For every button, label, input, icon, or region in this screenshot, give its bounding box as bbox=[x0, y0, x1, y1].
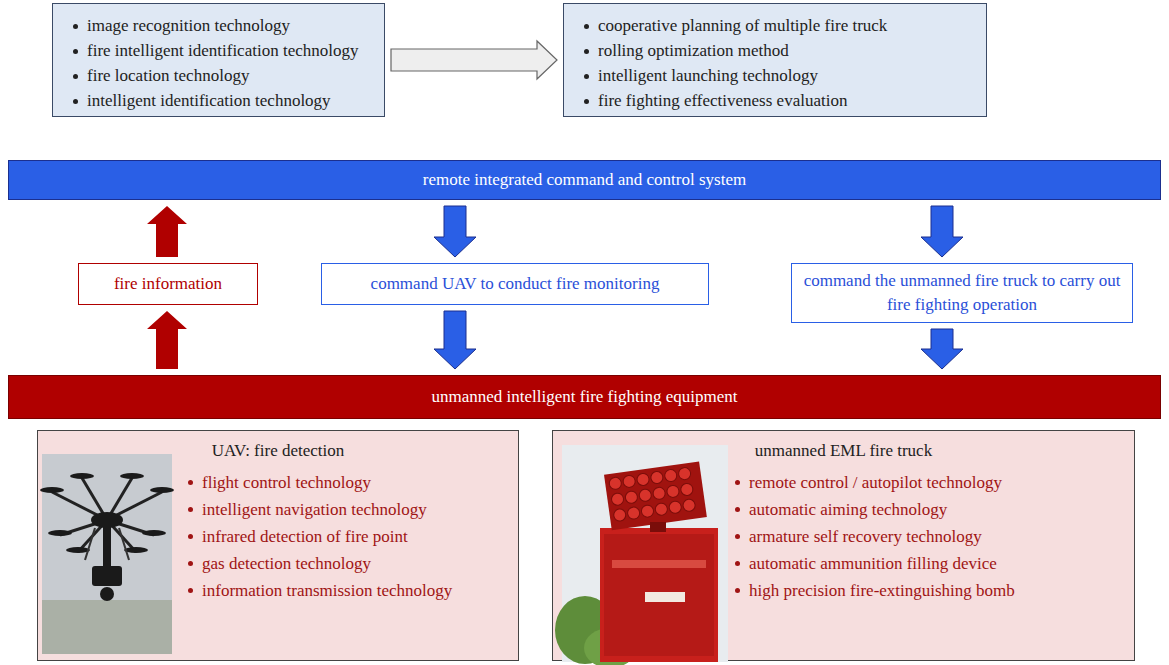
bullet-item: high precision fire-extinguishing bomb bbox=[733, 577, 1126, 604]
bullet-item: automatic ammunition filling device bbox=[733, 550, 1126, 577]
bullet-item: fire fighting effectiveness evaluation bbox=[582, 88, 976, 113]
box-label: command UAV to conduct fire monitoring bbox=[371, 272, 660, 296]
panel-heading: unmanned EML fire truck bbox=[561, 439, 1126, 463]
panel-heading: UAV: fire detection bbox=[46, 439, 510, 463]
bullet-item: fire intelligent identification technolo… bbox=[71, 38, 374, 63]
bullet-item: intelligent navigation technology bbox=[186, 496, 510, 523]
block-arrow bbox=[434, 311, 476, 369]
technology-list-box: image recognition technologyfire intelli… bbox=[52, 3, 385, 117]
bullet-item: rolling optimization method bbox=[582, 38, 976, 63]
box-label: command the unmanned fire truck to carry… bbox=[802, 269, 1122, 317]
drone-picture bbox=[40, 454, 174, 654]
bullet-item: intelligent identification technology bbox=[71, 88, 374, 113]
bullet-item: cooperative planning of multiple fire tr… bbox=[582, 13, 976, 38]
bullet-item: remote control / autopilot technology bbox=[733, 469, 1126, 496]
command-box: command UAV to conduct fire monitoring bbox=[321, 263, 709, 305]
bullet-item: information transmission technology bbox=[186, 577, 510, 604]
command-system-band: remote integrated command and control sy… bbox=[8, 160, 1161, 200]
block-arrow bbox=[921, 329, 963, 369]
box-label: remote integrated command and control sy… bbox=[423, 170, 746, 190]
bullet-item: armature self recovery technology bbox=[733, 523, 1126, 550]
block-arrow bbox=[147, 311, 187, 369]
bullet-item: flight control technology bbox=[186, 469, 510, 496]
bullet-item: gas detection technology bbox=[186, 550, 510, 577]
bullet-item: image recognition technology bbox=[71, 13, 374, 38]
info-box: fire information bbox=[78, 263, 258, 305]
planning-list-box: cooperative planning of multiple fire tr… bbox=[563, 3, 987, 117]
command-box: command the unmanned fire truck to carry… bbox=[791, 263, 1133, 323]
box-label: unmanned intelligent fire fighting equip… bbox=[432, 387, 738, 407]
equipment-band: unmanned intelligent fire fighting equip… bbox=[8, 375, 1161, 419]
block-arrow bbox=[147, 206, 187, 257]
bullet-item: automatic aiming technology bbox=[733, 496, 1126, 523]
block-arrow bbox=[434, 206, 476, 257]
block-arrow bbox=[921, 206, 963, 257]
bullet-item: fire location technology bbox=[71, 63, 374, 88]
box-label: fire information bbox=[114, 274, 222, 294]
bullet-item: infrared detection of fire point bbox=[186, 523, 510, 550]
item-list: remote control / autopilot technologyaut… bbox=[733, 469, 1126, 604]
block-arrow bbox=[391, 41, 557, 79]
bullet-item: intelligent launching technology bbox=[582, 63, 976, 88]
fire-truck-picture bbox=[555, 445, 728, 665]
item-list: flight control technologyintelligent nav… bbox=[186, 469, 510, 604]
